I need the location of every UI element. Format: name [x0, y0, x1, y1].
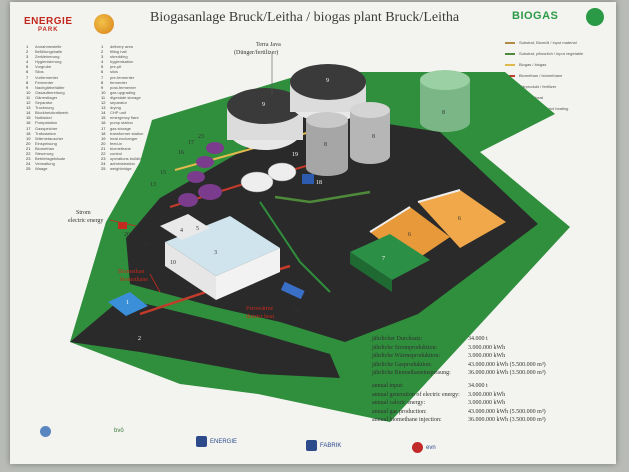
- stat-row: annual input: 34.000 t: [372, 383, 602, 392]
- purple-tank-a: [206, 142, 224, 154]
- stat-label: jährliche Biomethaneinspeisung:: [372, 370, 451, 376]
- label-fertilizer: Terra Java: [256, 42, 281, 48]
- label-district-heat: Fernwärme: [246, 306, 273, 312]
- stat-label: jährliche Stromproduktion:: [372, 345, 437, 351]
- footer-logo-1: [40, 426, 54, 437]
- num-5: 5: [196, 226, 199, 232]
- num-4: 4: [180, 228, 183, 234]
- storage-tank-bottom: [420, 112, 470, 132]
- footer-logo-energie: ENERGIE: [196, 436, 237, 447]
- num-6a: 6: [408, 232, 411, 238]
- purple-tank-d: [198, 184, 222, 200]
- info-poster: ENERGIE PARK Biogasanlage Bruck/Leitha /…: [10, 2, 616, 464]
- stat-value: 34.000 t: [468, 336, 488, 342]
- stat-row: jährliche Wärmeproduktion: 3.000.000 kWh: [372, 353, 602, 362]
- num-9a: 9: [262, 102, 265, 108]
- label-electric-sub: electric energy: [68, 218, 103, 224]
- stat-row: annual caloric energy: 3.000.000 kWh: [372, 400, 602, 409]
- stat-label: annual caloric energy:: [372, 400, 425, 406]
- small-tank-b: [268, 163, 296, 181]
- fermenter-b-top: [350, 102, 390, 118]
- stat-value: 43.000.000 kWh (5.500.000 m³): [468, 409, 546, 415]
- label-electric: Strom: [76, 210, 91, 216]
- label-district-heat-sub: district heat: [246, 314, 274, 320]
- num-23: 23: [198, 134, 204, 140]
- label-fertilizer-sub: (Dünger/fertilizer): [234, 50, 278, 56]
- evn-icon: [412, 442, 423, 453]
- stat-value: 36.000.000 kWh (3.500.000 m³): [468, 417, 546, 423]
- num-11: 11: [186, 286, 192, 292]
- storage-tank-top: [420, 70, 470, 90]
- num-3: 3: [214, 250, 217, 256]
- stat-value: 34.000 t: [468, 383, 488, 389]
- footer-logo-evn: evn: [412, 442, 436, 453]
- stat-label: annual input:: [372, 383, 404, 389]
- stat-label: annual gas production:: [372, 409, 427, 415]
- fermenter-b-bottom: [350, 148, 390, 164]
- num-2: 2: [138, 336, 141, 342]
- stats-german: jährlicher Durchsatz: 34.000 t jährliche S…: [372, 336, 602, 379]
- stat-label: jährliche Wärmeproduktion:: [372, 353, 440, 359]
- stat-value: 3.000.000 kWh: [468, 392, 505, 398]
- stats-english: annual input: 34.000 t annual generation o…: [372, 383, 602, 426]
- label-biomethane-sub: biomethane: [120, 277, 148, 283]
- num-7: 7: [382, 256, 385, 262]
- num-19: 19: [292, 152, 298, 158]
- num-22: 22: [294, 308, 300, 314]
- stat-label: annual generation of electric energy:: [372, 392, 460, 398]
- num-8b: 8: [372, 134, 375, 140]
- num-8a: 8: [324, 142, 327, 148]
- num-15: 15: [160, 170, 166, 176]
- stat-value: 3.000.000 kWh: [468, 353, 505, 359]
- stat-row: annual biomethane injection: 36.000.000 k…: [372, 417, 602, 426]
- num-17: 17: [188, 140, 194, 146]
- small-tank-a: [241, 172, 273, 192]
- num-21: 21: [144, 242, 150, 248]
- stat-label: annual biomethane injection:: [372, 417, 442, 423]
- num-6b: 6: [458, 216, 461, 222]
- stats-block: jährlicher Durchsatz: 34.000 t jährliche S…: [372, 336, 602, 426]
- purple-tank-b: [196, 156, 214, 168]
- stat-label: jährlicher Durchsatz:: [372, 336, 422, 342]
- stat-value: 3.000.000 kWh: [468, 400, 505, 406]
- stat-value: 36.000.000 kWh (3.500.000 m³): [468, 370, 546, 376]
- stat-value: 43.000.000 kWh (5.500.000 m³): [468, 362, 546, 368]
- blue-unit: [302, 174, 314, 184]
- energie-icon: [196, 436, 207, 447]
- stat-row: jährliche Biomethaneinspeisung: 36.000.00…: [372, 370, 602, 379]
- num-18: 18: [316, 180, 322, 186]
- fermenter-a-top: [306, 112, 348, 128]
- num-20: 20: [124, 232, 130, 238]
- num-14: 14: [176, 206, 182, 212]
- num-7b: 7: [130, 337, 133, 343]
- label-biomethane: Biomethan: [118, 269, 144, 275]
- purple-tank-c: [187, 171, 205, 183]
- stat-value: 3.000.000 kWh: [468, 345, 505, 351]
- fermenter-a-bottom: [306, 160, 348, 176]
- footer-logo-2: bvö: [114, 428, 124, 434]
- purple-tank-e: [178, 193, 198, 207]
- num-9b: 9: [326, 78, 329, 84]
- num-1: 1: [126, 300, 129, 306]
- globe-icon: [40, 426, 51, 437]
- num-10: 10: [170, 260, 176, 266]
- stat-row: jährliche Stromproduktion: 3.000.000 kWh: [372, 345, 602, 354]
- stat-label: jährliche Gasproduktion:: [372, 362, 432, 368]
- footer-logo-fabrik: FABRIK: [306, 440, 341, 451]
- num-16: 16: [178, 150, 184, 156]
- num-13: 13: [150, 182, 156, 188]
- stat-row: annual generation of electric energy: 3.0…: [372, 392, 602, 401]
- stat-row: jährlicher Durchsatz: 34.000 t: [372, 336, 602, 345]
- fabrik-icon: [306, 440, 317, 451]
- num-8-storage: 8: [442, 110, 445, 116]
